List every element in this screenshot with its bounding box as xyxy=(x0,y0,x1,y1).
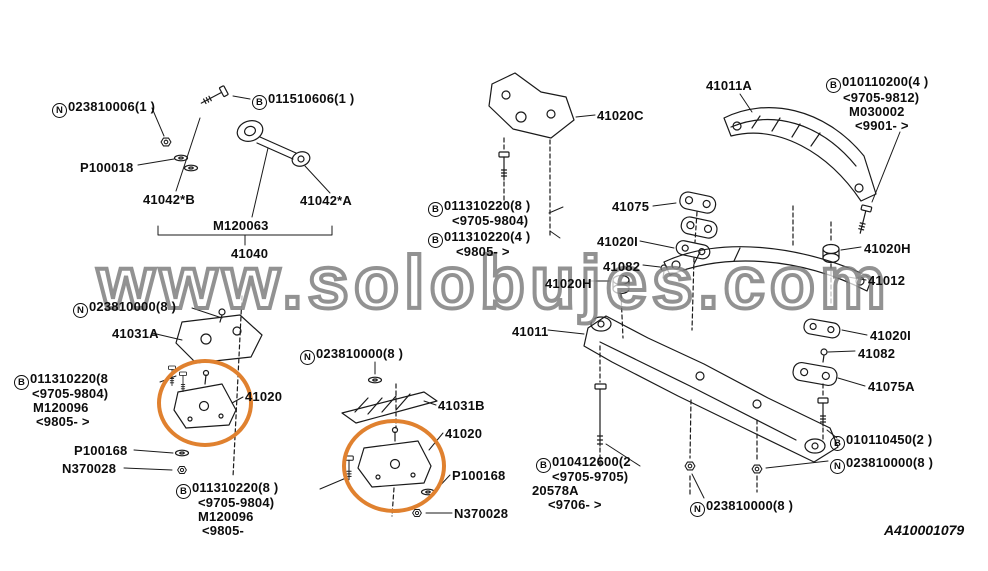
nut-icon xyxy=(684,461,696,471)
part-label: <9705-9812) xyxy=(843,90,920,105)
part-label: 41042*B xyxy=(143,192,195,207)
part-label: 41031A xyxy=(112,326,159,341)
rear-crossmember-41011A xyxy=(723,93,901,235)
part-label: 41020H xyxy=(545,276,592,291)
bolt-icon xyxy=(179,371,187,393)
part-label: <9901- > xyxy=(855,118,909,133)
part-label: P100168 xyxy=(74,443,128,458)
part-label: 41020H xyxy=(864,241,911,256)
part-label: <9805- xyxy=(202,523,245,538)
washer-icon xyxy=(183,164,199,172)
main-crossmember-41011 xyxy=(547,315,839,463)
part-label: 41082 xyxy=(603,259,641,274)
bolt-icon xyxy=(498,151,510,181)
part-label: M030002 xyxy=(849,104,905,119)
front-arm-41012 xyxy=(663,205,873,292)
part-label: <9805- > xyxy=(456,244,510,259)
part-label: 41082 xyxy=(858,346,896,361)
part-label: 41031B xyxy=(438,398,485,413)
nut-icon xyxy=(751,464,763,474)
nut-icon xyxy=(160,137,172,147)
washer-icon xyxy=(173,154,189,162)
part-label: 41012 xyxy=(868,273,906,288)
circled-B-icon: B xyxy=(428,202,443,217)
circled-N-icon: N xyxy=(830,459,845,474)
part-label: 41020 xyxy=(245,389,283,404)
part-label: 41020C xyxy=(597,108,644,123)
part-label: 41011 xyxy=(512,324,549,339)
part-label: 41040 xyxy=(231,246,269,261)
part-label: 41020I xyxy=(870,328,911,343)
center-plate-stack xyxy=(587,191,718,339)
circled-B-icon: B xyxy=(536,458,551,473)
nut-icon xyxy=(412,509,422,518)
part-label: 41020 xyxy=(445,426,483,441)
left-mount-assembly xyxy=(123,295,263,478)
watermark: www.solobujes.com xyxy=(95,239,891,326)
circled-B-icon: B xyxy=(252,95,267,110)
circled-B-icon: B xyxy=(14,375,29,390)
highlight-annotations xyxy=(157,359,446,513)
part-label: N370028 xyxy=(62,461,117,476)
circled-B-icon: B xyxy=(176,484,191,499)
highlight-circle-center-mount xyxy=(342,419,446,513)
circled-N-icon: N xyxy=(690,502,705,517)
part-label: P100168 xyxy=(452,468,506,483)
part-label: P100018 xyxy=(80,160,134,175)
washer-icon xyxy=(367,376,383,384)
circled-N-icon: N xyxy=(300,350,315,365)
part-label: 41020I xyxy=(597,234,638,249)
bolt-icon xyxy=(854,204,873,235)
part-label: M120096 xyxy=(198,509,254,524)
part-label: 41011A xyxy=(706,78,753,93)
bracket-41020C xyxy=(488,72,596,239)
part-label: <9705-9804) xyxy=(452,213,529,228)
part-label: <9705-9804) xyxy=(198,495,275,510)
circled-B-icon: B xyxy=(428,233,443,248)
circled-N-icon: N xyxy=(73,303,88,318)
diagram-code: A410001079 xyxy=(884,522,965,538)
bolt-icon xyxy=(198,84,229,109)
washer-icon xyxy=(174,449,190,457)
part-label: M120063 xyxy=(213,218,269,233)
part-label: 20578A xyxy=(532,483,579,498)
bolt-icon xyxy=(817,397,829,427)
circled-N-icon: N xyxy=(52,103,67,118)
right-parts-stack xyxy=(594,221,868,499)
circled-B-icon: B xyxy=(826,78,841,93)
part-label: <9805- > xyxy=(36,414,90,429)
part-label: <9705-9705) xyxy=(552,469,629,484)
part-label: 41075 xyxy=(612,199,650,214)
tensioner-assembly xyxy=(137,84,333,246)
part-label: 41042*A xyxy=(300,193,352,208)
part-label: N370028 xyxy=(454,506,509,521)
part-label: <9706- > xyxy=(548,497,602,512)
nut-icon xyxy=(177,466,187,474)
part-label: M120096 xyxy=(33,400,89,415)
part-label: 41075A xyxy=(868,379,915,394)
highlight-circle-left-mount xyxy=(157,359,253,447)
circled-B-icon: B xyxy=(830,436,845,451)
part-label: <9705-9804) xyxy=(32,386,109,401)
